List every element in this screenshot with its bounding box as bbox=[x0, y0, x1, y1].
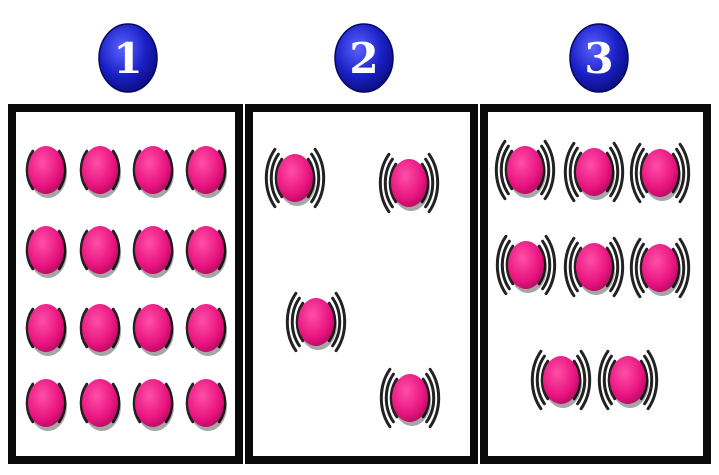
particle-body bbox=[28, 304, 64, 352]
particle bbox=[496, 141, 553, 198]
particle bbox=[81, 226, 121, 278]
particle bbox=[27, 146, 67, 198]
particle-body bbox=[188, 146, 224, 194]
particle bbox=[187, 226, 227, 278]
badge-label: 2 bbox=[349, 34, 378, 83]
particle bbox=[266, 149, 323, 206]
particle-body bbox=[135, 304, 171, 352]
particle-body bbox=[391, 159, 427, 207]
particle-body bbox=[642, 244, 678, 292]
particle bbox=[81, 379, 121, 431]
particle-body bbox=[298, 298, 334, 346]
particle-body bbox=[543, 356, 579, 404]
particle bbox=[27, 379, 67, 431]
particle bbox=[599, 351, 656, 408]
particle bbox=[287, 293, 344, 350]
panel-liquid: 3 bbox=[480, 24, 711, 464]
particle bbox=[134, 226, 174, 278]
particle-body bbox=[610, 356, 646, 404]
particle bbox=[187, 304, 227, 356]
particle-body bbox=[507, 146, 543, 194]
particle-body bbox=[82, 226, 118, 274]
particle-body bbox=[188, 379, 224, 427]
particle bbox=[565, 143, 622, 200]
badge-label: 3 bbox=[584, 34, 613, 83]
particle-body bbox=[28, 226, 64, 274]
particle bbox=[27, 304, 67, 356]
particle bbox=[497, 236, 554, 293]
particle-body bbox=[642, 149, 678, 197]
particle-body bbox=[135, 379, 171, 427]
particle-body bbox=[82, 379, 118, 427]
particle-body bbox=[188, 304, 224, 352]
particle bbox=[134, 379, 174, 431]
particle bbox=[27, 226, 67, 278]
particle-body bbox=[82, 304, 118, 352]
particle-body bbox=[188, 226, 224, 274]
particle-body bbox=[508, 241, 544, 289]
particle bbox=[81, 146, 121, 198]
particle-body bbox=[28, 379, 64, 427]
particle-body bbox=[135, 146, 171, 194]
particle bbox=[187, 146, 227, 198]
particle bbox=[81, 304, 121, 356]
particle bbox=[134, 304, 174, 356]
particle-body bbox=[28, 146, 64, 194]
particle bbox=[565, 238, 622, 295]
particle-body bbox=[82, 146, 118, 194]
panel-number-badge-2: 2 bbox=[335, 24, 393, 92]
particle-body bbox=[576, 243, 612, 291]
panel-solid: 1 bbox=[8, 24, 243, 464]
particle-body bbox=[277, 154, 313, 202]
particle bbox=[381, 369, 438, 426]
panel-number-badge-3: 3 bbox=[570, 24, 628, 92]
particle bbox=[532, 351, 589, 408]
particle bbox=[187, 379, 227, 431]
particle bbox=[631, 144, 688, 201]
particle-body bbox=[135, 226, 171, 274]
particle bbox=[134, 146, 174, 198]
particle bbox=[380, 154, 437, 211]
panel-number-badge-1: 1 bbox=[99, 24, 157, 92]
badge-label: 1 bbox=[113, 34, 142, 83]
particle-body bbox=[392, 374, 428, 422]
panel-gas: 2 bbox=[245, 24, 478, 464]
particle bbox=[631, 239, 688, 296]
particle-body bbox=[576, 148, 612, 196]
